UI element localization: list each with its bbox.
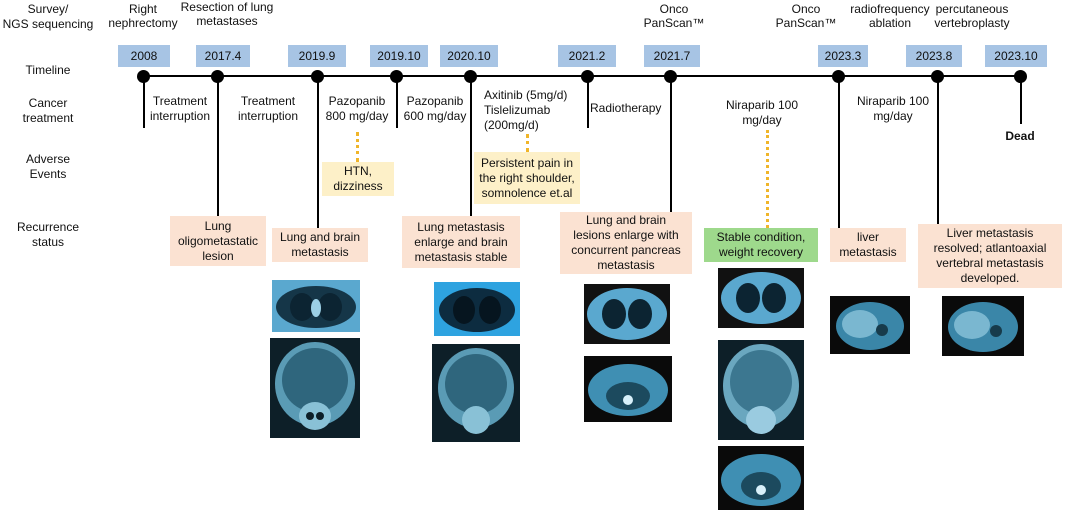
recurrence-liver-resolved: Liver metastasis resolved; atlantoaxial … — [918, 224, 1062, 288]
date-2023-10: 2023.10 — [985, 45, 1047, 67]
liver-ct-image-2023-3 — [830, 296, 910, 354]
abdomen-ct-image-2021 — [584, 356, 672, 422]
row-label-adverse: Adverse Events — [25, 152, 71, 181]
recurrence-stable: Stable condition, weight recovery — [704, 228, 818, 262]
treatment-niraparib-2: Niraparib 100 mg/day — [856, 94, 930, 123]
connector-2023-3 — [838, 76, 840, 228]
survey-rfa: radiofrequency ablation — [850, 2, 930, 30]
survey-panscan-2: Onco PanScan™ — [775, 2, 837, 30]
connector-2019-10 — [396, 76, 398, 128]
connector-2020-10 — [470, 76, 472, 216]
connector-2023-8 — [937, 76, 939, 228]
treatment-pazopanib-600: Pazopanib 600 mg/day — [403, 94, 467, 123]
date-2023-3: 2023.3 — [818, 45, 868, 67]
recurrence-lung-brain: Lung and brain metastasis — [272, 228, 368, 262]
row-label-timeline: Timeline — [25, 63, 71, 77]
row-label-treatment: Cancer treatment — [22, 96, 74, 125]
connector-2019-9 — [317, 76, 319, 228]
recurrence-lung-enlarge: Lung metastasis enlarge and brain metast… — [402, 216, 520, 268]
date-2020-10: 2020.10 — [440, 45, 498, 67]
timeline-dot-2021-2 — [581, 70, 594, 83]
timeline-dot-2023-3 — [832, 70, 845, 83]
liver-ct-image-2023-8 — [942, 296, 1024, 356]
treatment-niraparib-1: Niraparib 100 mg/day — [725, 98, 799, 127]
date-2021-2: 2021.2 — [558, 45, 616, 67]
date-2021-7: 2021.7 — [644, 45, 700, 67]
brain-mri-image-2020 — [432, 344, 520, 442]
timeline-dot-2021-7 — [664, 70, 677, 83]
ct-chest-image-2019 — [272, 280, 360, 332]
ct-chest-image-2021-7 — [718, 268, 804, 328]
treatment-interruption-2: Treatment interruption — [237, 94, 299, 123]
recurrence-pancreas: Lung and brain lesions enlarge with conc… — [560, 212, 692, 274]
timeline-dot-2019-10 — [390, 70, 403, 83]
ct-chest-image-2021 — [584, 284, 670, 344]
timeline-dot-2019-9 — [311, 70, 324, 83]
survey-nephrectomy: Right nephrectomy — [108, 2, 178, 30]
connector-2021-7 — [670, 76, 672, 212]
abdomen-ct-image-2021-7 — [718, 446, 804, 510]
connector-2017-4 — [217, 76, 219, 216]
treatment-axitinib-tislelizumab: Axitinib (5mg/d) Tislelizumab (200mg/d) — [484, 88, 568, 132]
ct-chest-image-2020 — [434, 282, 520, 336]
dotted-connector-ae-2 — [526, 134, 529, 152]
connector-2021-2 — [587, 76, 589, 128]
date-2023-8: 2023.8 — [906, 45, 962, 67]
connector-2023-10 — [1020, 76, 1022, 124]
timeline-dot-2008 — [137, 70, 150, 83]
timeline-dot-2023-10 — [1014, 70, 1027, 83]
recurrence-liver: liver metastasis — [830, 228, 906, 262]
adverse-event-htn: HTN, dizziness — [322, 162, 394, 196]
dotted-connector-stable — [766, 130, 769, 228]
treatment-radiotherapy: Radiotherapy — [590, 101, 662, 115]
connector-2008 — [143, 76, 145, 128]
survey-panscan-1: Onco PanScan™ — [643, 2, 705, 30]
brain-mri-image-2019 — [270, 338, 360, 438]
date-2019-9: 2019.9 — [288, 45, 346, 67]
dotted-connector-ae-1 — [356, 132, 359, 162]
treatment-dead: Dead — [1005, 129, 1035, 143]
treatment-interruption-1: Treatment interruption — [149, 94, 211, 123]
date-2019-10: 2019.10 — [370, 45, 428, 67]
recurrence-lung-oligometastatic: Lung oligometastatic lesion — [170, 216, 266, 266]
survey-lung-resection: Resection of lung metastases — [180, 0, 274, 28]
timeline-dot-2023-8 — [931, 70, 944, 83]
date-2017-4: 2017.4 — [196, 45, 250, 67]
treatment-pazopanib-800: Pazopanib 800 mg/day — [325, 94, 389, 123]
brain-mri-image-2021-7 — [718, 340, 804, 440]
timeline-dot-2020-10 — [464, 70, 477, 83]
survey-vertebroplasty: percutaneous vertebroplasty — [934, 2, 1010, 30]
timeline-dot-2017-4 — [211, 70, 224, 83]
row-label-survey: Survey/ NGS sequencing — [2, 2, 94, 31]
row-label-recurrence: Recurrence status — [16, 220, 80, 249]
date-2008: 2008 — [118, 45, 170, 67]
adverse-event-pain: Persistent pain in the right shoulder, s… — [474, 152, 580, 204]
